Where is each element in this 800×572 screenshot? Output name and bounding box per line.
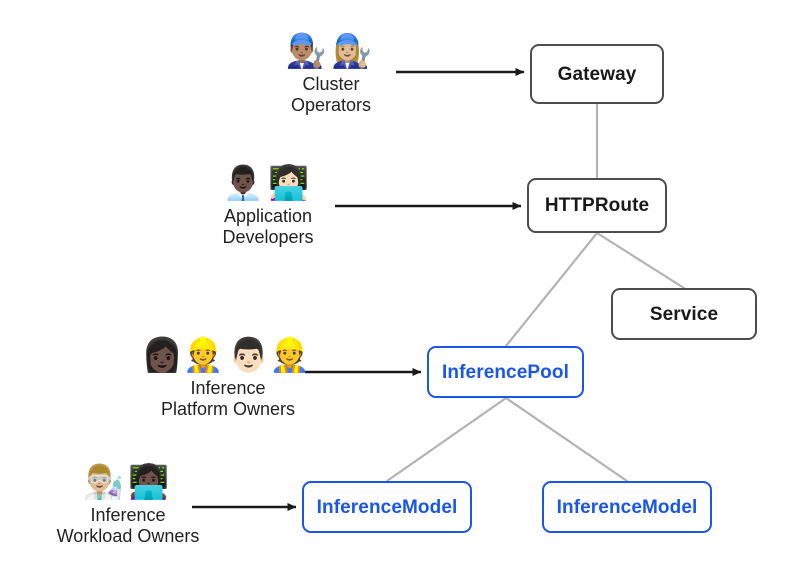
connector-inferencepool-to-inferencemodel-left bbox=[385, 396, 508, 483]
node-gateway[interactable]: Gateway bbox=[530, 44, 664, 104]
node-gateway-label: Gateway bbox=[557, 63, 637, 85]
node-inferencepool-label: InferencePool bbox=[442, 361, 569, 383]
actor-cluster-operators: 👨🏽‍🔧👩🏼‍🔧 Cluster Operators bbox=[221, 30, 441, 115]
application-developers-emoji-pair: 👨🏿‍💼👩🏻‍💻 bbox=[222, 163, 314, 201]
connector-httproute-to-service bbox=[595, 231, 686, 290]
cluster-operators-label: Cluster Operators bbox=[290, 74, 372, 115]
node-service-label: Service bbox=[649, 303, 719, 325]
inference-workload-owners-emoji-pair: 👨🏼‍🔬👩🏿‍💻 bbox=[82, 462, 174, 500]
actor-application-developers: 👨🏿‍💼👩🏻‍💻 Application Developers bbox=[158, 162, 378, 247]
node-inferencemodel-right-label: InferenceModel bbox=[556, 496, 698, 518]
application-developers-label: Application Developers bbox=[222, 206, 314, 247]
actor-inference-platform-owners: 👩🏿‍👷👨🏻‍👷 Inference Platform Owners bbox=[118, 334, 338, 419]
node-httproute-label: HTTPRoute bbox=[544, 195, 650, 216]
connector-httproute-to-inferencepool bbox=[504, 231, 599, 348]
node-inferencepool[interactable]: InferencePool bbox=[427, 346, 584, 398]
inference-platform-owners-emoji-pair: 👩🏿‍👷👨🏻‍👷 bbox=[141, 335, 315, 373]
cluster-operators-emoji-pair: 👨🏽‍🔧👩🏼‍🔧 bbox=[285, 31, 377, 69]
node-httproute[interactable]: HTTPRoute bbox=[527, 178, 667, 233]
inference-workload-owners-label: Inference Workload Owners bbox=[56, 505, 200, 546]
node-inferencemodel-right[interactable]: InferenceModel bbox=[542, 481, 712, 533]
inference-platform-owners-label: Inference Platform Owners bbox=[160, 378, 296, 419]
node-inferencemodel-left-label: InferenceModel bbox=[316, 496, 458, 518]
connector-inferencepool-to-inferencemodel-right bbox=[504, 396, 629, 483]
node-service[interactable]: Service bbox=[611, 288, 757, 340]
node-inferencemodel-left[interactable]: InferenceModel bbox=[302, 481, 472, 533]
actor-inference-workload-owners: 👨🏼‍🔬👩🏿‍💻 Inference Workload Owners bbox=[18, 461, 238, 546]
